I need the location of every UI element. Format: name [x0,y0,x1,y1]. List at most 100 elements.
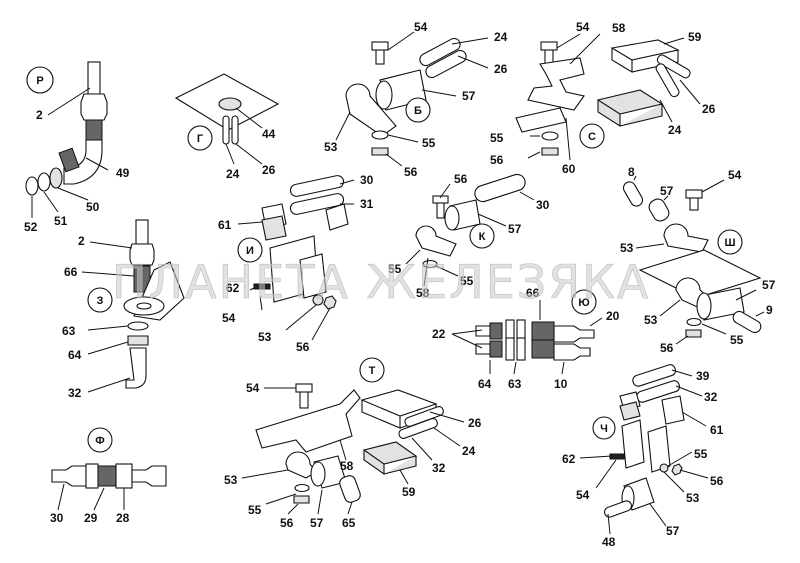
leader [57,483,65,511]
tube-30 [474,173,526,203]
nut-56 [371,147,389,156]
clamp [415,225,457,257]
leader [701,179,725,193]
washer-51 [37,172,51,192]
pin-8 [622,181,644,207]
leader [681,411,707,427]
leader [89,241,133,249]
callout: 55 [460,274,474,288]
callout: 58 [416,286,430,300]
nut-50 [49,167,63,189]
leader [667,451,693,467]
pin-24 [655,63,680,98]
leader [387,31,415,51]
view-f: Ф 30 29 28 [50,427,167,525]
leader [513,361,517,375]
hex-nut [129,243,155,266]
nut-56 [671,463,683,476]
callout: 56 [490,153,504,167]
strap-60 [515,107,567,133]
nut-56 [541,147,559,156]
callout: 53 [620,241,634,255]
nipple-10 [553,343,591,361]
callout: 53 [258,330,272,344]
pad [325,203,349,231]
nipple-30 [51,465,87,487]
elbow-pipe [63,139,103,185]
view-letter: З [97,295,104,307]
block-59 [362,441,418,476]
leader [235,143,263,165]
bolt-head [540,41,558,51]
washer-55 [686,317,702,327]
bolt-head [685,189,703,199]
clamp-53 [663,223,709,253]
view-letter: Г [197,133,204,145]
leader [237,221,263,225]
callout: 56 [296,340,310,354]
view-t: Т 54 26 24 32 58 53 55 56 57 65 59 [224,357,482,530]
nut-64 [127,335,149,346]
view-label-circle [237,237,263,263]
callout: 59 [688,30,702,44]
callout: 61 [218,218,232,232]
callout: 63 [508,377,522,391]
callout: 54 [246,381,260,395]
fitting-tube [135,219,149,245]
callout: 54 [414,20,428,34]
leader [339,179,355,185]
leader [385,153,403,167]
view-p: Р 2 49 52 51 50 [24,61,130,234]
callout: 24 [226,167,240,181]
sleeve-31 [289,193,345,215]
pin-24 [398,417,438,439]
view-letter: Т [369,365,376,377]
leader [679,79,701,105]
fitting-tube [87,61,101,95]
leader [429,411,465,423]
eye-hole [136,302,152,310]
callout: 55 [248,503,262,517]
leader [735,289,757,301]
pin-26 [656,54,691,79]
bolt-62 [253,283,271,290]
washer-63 [127,321,149,331]
fitting-66b [531,339,555,359]
leader [659,299,681,317]
leader [317,489,323,515]
washer-55 [541,131,559,141]
leader [561,361,565,375]
block-lower [261,215,287,241]
leader [527,151,541,159]
hex-29a [85,463,99,489]
nipple-28 [131,465,167,487]
watermark-text: ПЛАНЕТА ЖЕЛЕЗЯКА [112,255,650,309]
callout: 29 [84,511,98,525]
leader [43,191,59,213]
leader [411,437,433,461]
leader [435,265,459,277]
leader [81,271,135,277]
leader [671,369,693,377]
nut-56 [293,495,310,504]
thread-left-2 [489,340,503,358]
gasket-63b [516,337,526,361]
gasket-64b [505,337,515,361]
leader [423,257,429,287]
leader [659,99,673,123]
leader [451,329,483,335]
pin-9 [732,310,762,334]
view-letter: Ю [578,297,589,309]
callout: 54 [576,20,590,34]
view-z: З 2 66 63 64 32 [62,219,185,400]
tube-end [375,80,393,110]
callout: 39 [696,369,710,383]
callout: 30 [50,511,64,525]
leader [225,143,235,165]
view-label-circle [592,416,616,440]
callout: 55 [490,131,504,145]
callout: 65 [342,516,356,530]
nut-56 [323,295,337,310]
callout: 66 [526,286,540,300]
callout: 54 [576,488,590,502]
